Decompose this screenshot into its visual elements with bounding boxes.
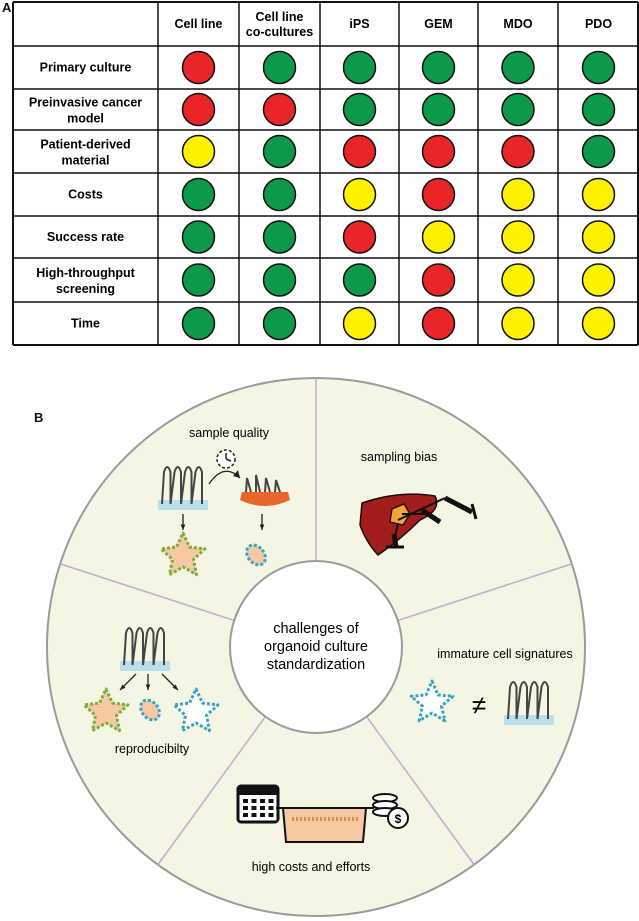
source-villi-icon: [120, 627, 170, 671]
rating-circle-red: [262, 92, 297, 127]
column-header: MDO: [503, 17, 532, 31]
wheel-center: [229, 560, 403, 734]
segment-divider: [365, 716, 475, 866]
segment-label-sample-quality: sample quality: [189, 426, 270, 440]
panel-b-label: B: [34, 410, 44, 425]
row-label: Costs: [68, 188, 103, 202]
segment-label-reproducibility: reproducibilty: [115, 742, 190, 756]
culture-tray-icon: [276, 807, 374, 843]
rating-circle-red: [421, 306, 456, 341]
column-header: GEM: [424, 17, 452, 31]
column-header: Cell line: [175, 17, 223, 31]
rating-circle-red: [181, 92, 216, 127]
rating-circle-yellow: [181, 134, 216, 169]
rating-circle-green: [501, 50, 535, 85]
segment-label-high-costs: high costs and efforts: [252, 860, 371, 874]
organoid-star-icon: [159, 531, 207, 577]
segment-label-sampling-bias: sampling bias: [361, 450, 437, 464]
rating-circle-red: [501, 134, 535, 169]
small-organoid-icon: [245, 543, 267, 567]
rating-circle-green: [342, 50, 377, 85]
rating-circle-yellow: [342, 177, 377, 212]
small-organoid-icon: [139, 698, 161, 722]
rating-circle-yellow: [501, 263, 535, 297]
arrow-right-down-icon: [161, 673, 179, 691]
immature-organoid-star-icon: [409, 679, 455, 723]
column-header: iPS: [349, 17, 369, 31]
segment-divider: [59, 563, 235, 622]
rating-circle-red: [342, 134, 377, 169]
row-label: Primary culture: [40, 61, 132, 75]
rating-circle-green: [342, 263, 377, 297]
panel-a-label: A: [2, 0, 12, 15]
rating-circle-green: [262, 177, 297, 212]
rating-circle-red: [421, 177, 456, 212]
rating-circle-green: [181, 177, 216, 212]
rating-circle-yellow: [581, 177, 616, 212]
rating-circle-yellow: [581, 263, 616, 297]
not-equal-icon: ≠: [472, 690, 486, 720]
rating-circle-green: [421, 92, 456, 127]
rating-circle-yellow: [342, 306, 377, 341]
rating-circle-yellow: [501, 220, 535, 254]
coins-icon: $: [372, 793, 409, 829]
rating-circle-green: [262, 306, 297, 341]
rating-circle-red: [421, 134, 456, 169]
rating-circle-green: [501, 92, 535, 127]
rating-circle-green: [181, 263, 216, 297]
arrow-down-icon: [145, 674, 151, 690]
arrow-down-icon: [259, 514, 265, 530]
row-label: Time: [71, 317, 100, 331]
rating-circle-green: [262, 263, 297, 297]
rating-circle-yellow: [501, 306, 535, 341]
biopsy-needle-icon: [386, 495, 478, 549]
svg-text:$: $: [395, 812, 402, 826]
curved-arrow-head-icon: [233, 470, 240, 478]
rating-circle-yellow: [421, 220, 456, 254]
arrow-left-down-icon: [119, 673, 137, 691]
blue-organoid-star-icon: [172, 687, 220, 733]
rating-circle-red: [342, 220, 377, 254]
segment-divider: [157, 716, 267, 866]
rating-circle-green: [581, 92, 616, 127]
rating-circle-green: [581, 134, 616, 169]
rating-circle-green: [181, 220, 216, 254]
clock-icon: [216, 449, 236, 469]
tissue-villi-icon: [504, 681, 554, 725]
rating-circle-green: [262, 50, 297, 85]
rating-circle-green: [342, 92, 377, 127]
segment-divider: [397, 563, 573, 622]
rating-circle-green: [581, 50, 616, 85]
rating-circle-green: [262, 134, 297, 169]
rating-circle-yellow: [581, 306, 616, 341]
degraded-villi-icon: [240, 474, 290, 506]
rating-circle-red: [181, 50, 216, 85]
rating-circle-yellow: [581, 220, 616, 254]
rating-circle-red: [421, 263, 456, 297]
healthy-villi-icon: [158, 466, 208, 510]
rating-circle-yellow: [501, 177, 535, 212]
rating-circle-green: [181, 306, 216, 341]
column-header: PDO: [585, 17, 612, 31]
calendar-icon: [236, 784, 280, 824]
rating-circle-green: [421, 50, 456, 85]
organoid-star-icon: [82, 687, 130, 733]
arrow-down-icon: [180, 514, 186, 530]
rating-circle-green: [262, 220, 297, 254]
row-label: Success rate: [47, 230, 124, 244]
segment-label-immature-cell-signatures: immature cell signatures: [437, 647, 572, 661]
